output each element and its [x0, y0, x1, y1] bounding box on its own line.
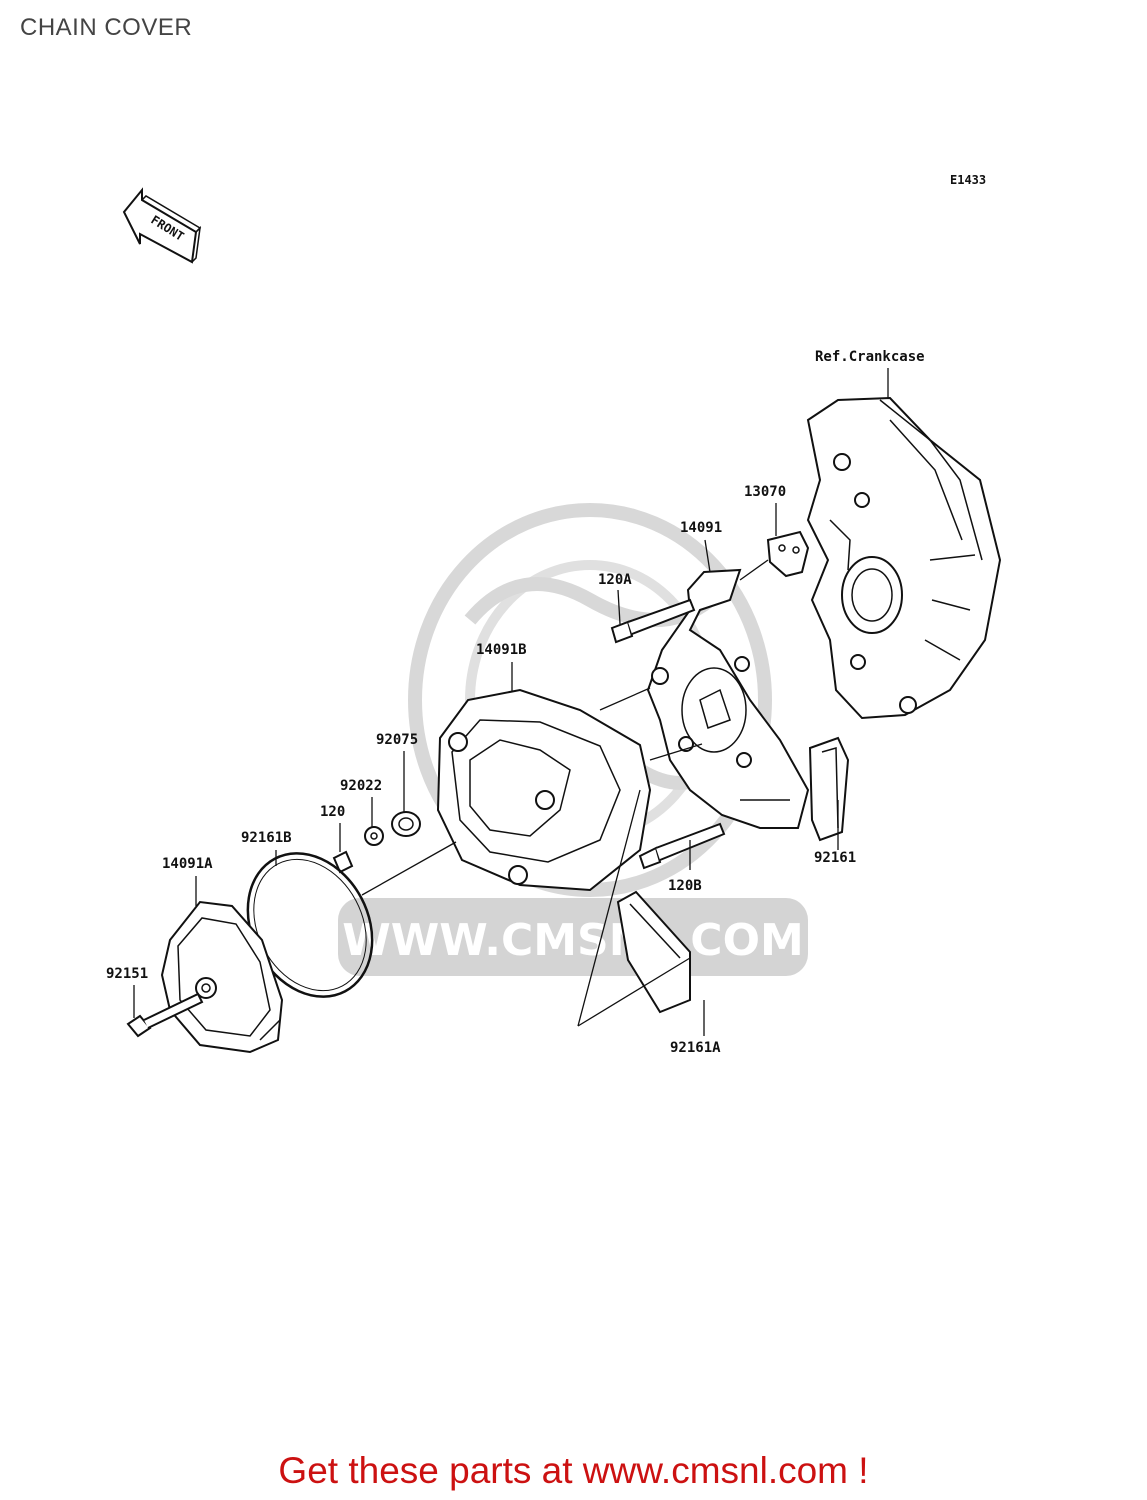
label-92022: 92022	[340, 778, 382, 794]
part-120A-bolt	[610, 598, 696, 644]
label-14091B: 14091B	[476, 642, 527, 658]
label-92161B: 92161B	[241, 830, 292, 846]
part-92161A-pad	[616, 890, 691, 1014]
page-title: CHAIN COVER	[20, 14, 193, 41]
label-120A: 120A	[598, 572, 632, 588]
part-92022-washer	[364, 826, 384, 846]
part-92151-bolt	[126, 992, 204, 1038]
crankcase-reference	[806, 396, 1002, 720]
ref-crankcase-label: Ref.Crankcase	[815, 349, 925, 365]
label-92151: 92151	[106, 966, 148, 982]
label-14091A: 14091A	[162, 856, 213, 872]
label-13070: 13070	[744, 484, 786, 500]
part-92075-collar	[391, 811, 421, 837]
label-92075: 92075	[376, 732, 418, 748]
label-92161A: 92161A	[670, 1040, 721, 1056]
label-92161: 92161	[814, 850, 856, 866]
part-14091A-outer-cover	[160, 900, 284, 1054]
diagram-code: E1433	[950, 173, 986, 187]
label-14091: 14091	[680, 520, 722, 536]
part-120-bolt	[332, 850, 354, 874]
footer-promo-text: Get these parts at www.cmsnl.com !	[278, 1450, 869, 1491]
label-120: 120	[320, 804, 345, 820]
label-120B: 120B	[668, 878, 702, 894]
front-arrow-icon: FRONT	[122, 187, 202, 264]
part-13070-bracket	[766, 530, 810, 578]
part-14091B-cover	[436, 688, 652, 892]
part-92161-pad	[808, 736, 850, 842]
watermark-text: WWW.CMSNL.COM	[342, 915, 804, 966]
part-14091-inner-cover	[646, 568, 810, 829]
